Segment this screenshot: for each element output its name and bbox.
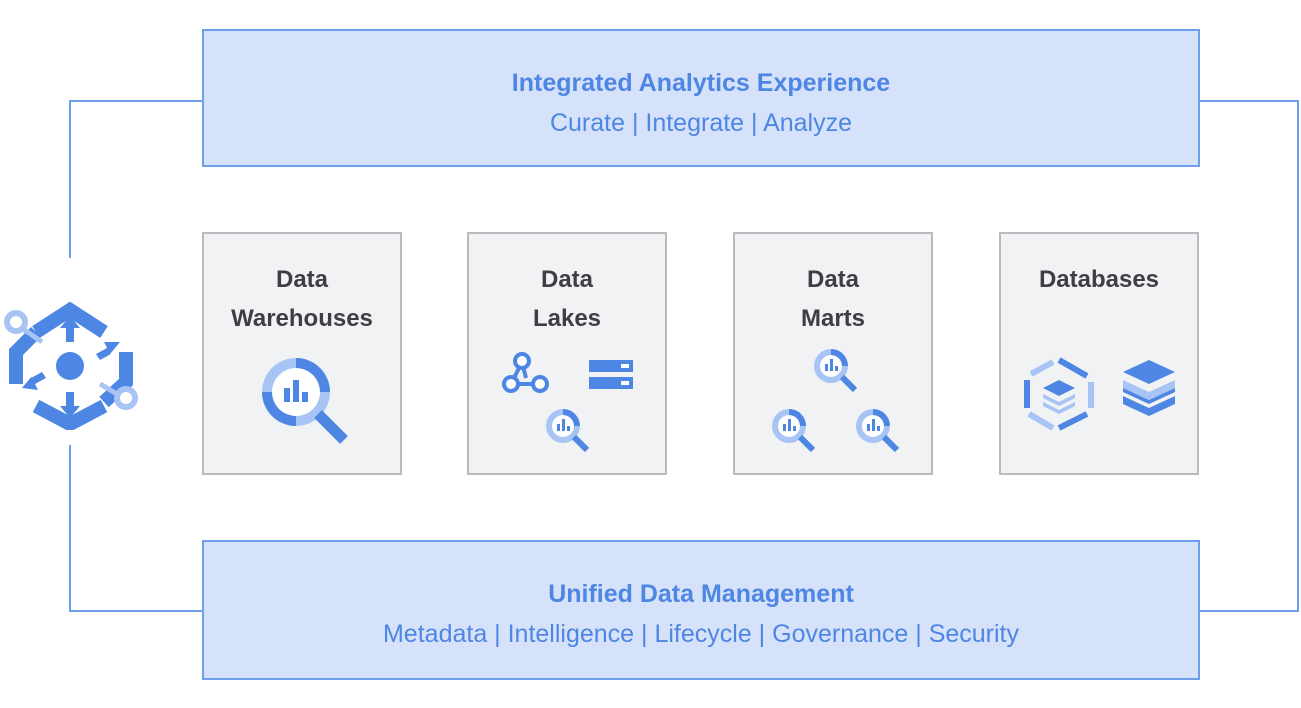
card-title-line2: Warehouses [231,305,373,332]
integrated-analytics-band: Integrated Analytics Experience Curate |… [202,29,1200,167]
card-data-warehouses: Data Warehouses [202,232,402,475]
card-title-line1: Data [806,266,860,293]
bigquery-icon [262,358,348,444]
connector-right [1200,100,1299,612]
spanner-icon [1024,357,1094,431]
card-title-line2: Marts [800,305,866,332]
card-title: Databases [1001,260,1197,299]
card-title: Data Lakes [469,260,665,338]
unified-data-management-band: Unified Data Management Metadata | Intel… [202,540,1200,680]
card-title: Data Marts [735,260,931,338]
bigquery-icon [814,349,858,393]
card-title: Data Warehouses [204,260,400,338]
storage-icon [589,360,633,389]
card-data-lakes: Data Lakes [467,232,667,475]
pubsub-icon [502,352,549,393]
database-layers-icon [1123,360,1175,416]
card-databases: Databases [999,232,1199,475]
connector-left-bottom [69,445,202,612]
card-title-line1: Data [540,266,594,293]
integrated-analytics-subtitle: Curate | Integrate | Analyze [549,109,853,137]
unified-data-management-subtitle: Metadata | Intelligence | Lifecycle | Go… [382,620,1020,648]
bigquery-icon [546,409,590,453]
bigquery-icon [772,409,816,453]
unified-data-management-title: Unified Data Management [548,580,854,608]
integrated-analytics-title: Integrated Analytics Experience [511,69,891,97]
card-title-line1: Data [275,266,329,293]
dataplex-hub-icon [4,301,138,430]
card-data-marts: Data Marts [733,232,933,475]
card-title-line2: Lakes [532,305,602,332]
bigquery-icon [856,409,900,453]
connector-left-top [69,100,202,258]
card-title-line1: Databases [1038,266,1160,293]
